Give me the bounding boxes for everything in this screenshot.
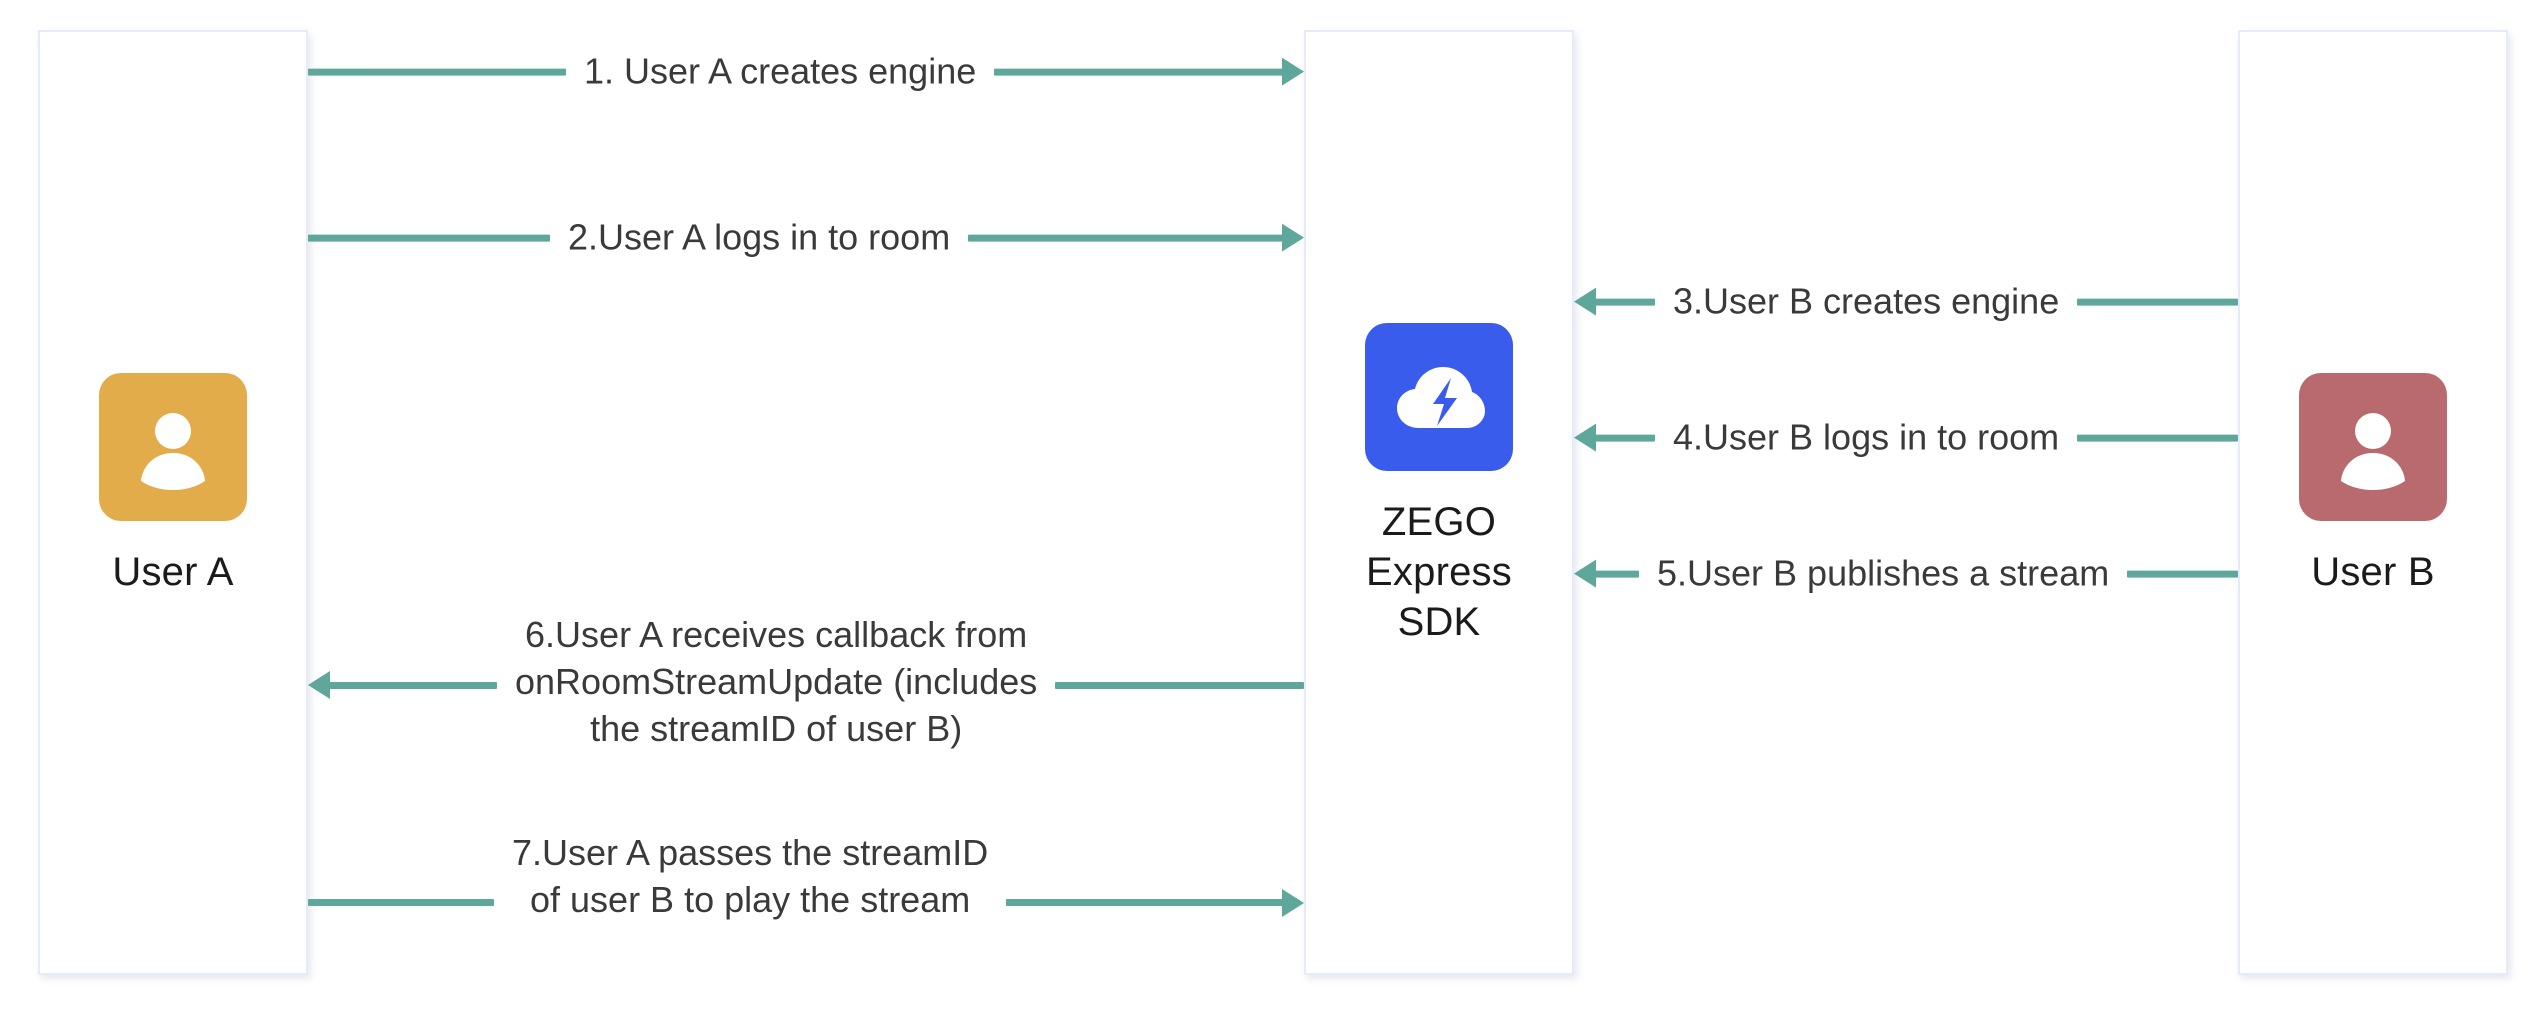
arrowhead-right-icon <box>1282 57 1304 86</box>
person-avatar-icon <box>99 372 247 521</box>
zego-cloud-bolt-logo-icon <box>1365 322 1513 471</box>
arrow-line <box>994 68 1283 76</box>
message-label-4: 4.User B logs in to room <box>1673 416 2060 458</box>
lifeline-label-user-b: User B <box>2311 549 2435 594</box>
person-avatar-icon <box>2299 372 2447 521</box>
lifeline-user-a: User A <box>38 30 308 975</box>
arrow-line <box>968 234 1283 242</box>
message-label-3: 3.User B creates engine <box>1673 280 2060 322</box>
arrowhead-left-icon <box>308 671 330 700</box>
message-arrow-4: 4.User B logs in to room <box>1574 415 2238 462</box>
arrowhead-right-icon <box>1282 888 1304 917</box>
arrow-line <box>329 681 497 689</box>
arrow-line <box>2077 434 2238 442</box>
arrow-line <box>1055 681 1304 689</box>
message-label-6: 6.User A receives callback from onRoomSt… <box>515 614 1038 749</box>
arrow-line <box>308 68 566 76</box>
message-arrow-1: 1. User A creates engine <box>308 49 1304 96</box>
lifeline-label-zego-sdk: ZEGO Express SDK <box>1366 499 1512 644</box>
message-label-2: 2.User A logs in to room <box>568 216 951 258</box>
arrow-line <box>1595 434 1655 442</box>
lifeline-label-user-a: User A <box>112 549 234 594</box>
message-label-5: 5.User B publishes a stream <box>1657 552 2110 594</box>
arrow-line <box>1595 570 1639 578</box>
arrow-line <box>1006 899 1283 907</box>
arrowhead-left-icon <box>1574 287 1596 316</box>
message-arrow-5: 5.User B publishes a stream <box>1574 551 2238 598</box>
arrow-line <box>308 899 494 907</box>
lifeline-user-b: User B <box>2238 30 2508 975</box>
message-label-1: 1. User A creates engine <box>584 50 977 92</box>
arrow-line <box>2127 570 2238 578</box>
arrow-line <box>308 234 550 242</box>
arrowhead-left-icon <box>1574 423 1596 452</box>
arrow-line <box>1595 298 1655 306</box>
message-arrow-7: 7.User A passes the streamID of user B t… <box>308 830 1304 924</box>
arrowhead-right-icon <box>1282 223 1304 252</box>
message-arrow-3: 3.User B creates engine <box>1574 279 2238 326</box>
message-arrow-6: 6.User A receives callback from onRoomSt… <box>308 612 1304 752</box>
lifeline-zego-sdk: ZEGO Express SDK <box>1304 30 1574 975</box>
message-arrow-2: 2.User A logs in to room <box>308 215 1304 262</box>
arrow-line <box>2077 298 2238 306</box>
message-label-7: 7.User A passes the streamID of user B t… <box>512 832 989 920</box>
arrowhead-left-icon <box>1574 559 1596 588</box>
